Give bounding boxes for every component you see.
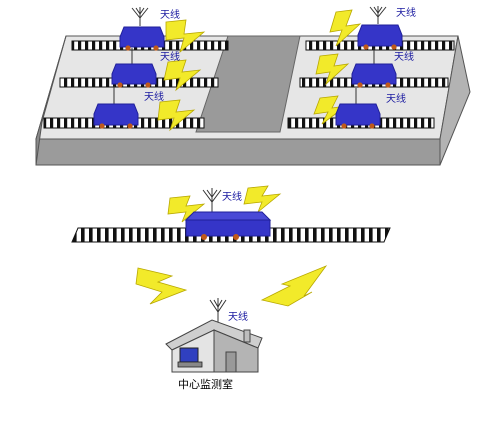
computer-base <box>177 361 203 368</box>
antenna-label-cart-6: 天线 <box>386 92 406 105</box>
chimney <box>243 329 251 343</box>
lightning-icon <box>163 59 202 92</box>
wheel <box>385 82 391 88</box>
cart-body <box>351 63 397 85</box>
house-wall-side <box>213 329 259 373</box>
cart-body <box>357 24 403 47</box>
antenna-label-cart-3: 天线 <box>144 90 164 103</box>
central-aisle <box>195 35 301 133</box>
lightning-icon <box>243 185 282 213</box>
wheel <box>369 123 375 129</box>
cart-body <box>185 219 271 237</box>
wheel <box>99 123 105 129</box>
house-door <box>225 351 237 373</box>
cart-6 <box>335 88 381 129</box>
lightning-group <box>135 9 362 307</box>
cart-body <box>93 103 139 126</box>
cart-1 <box>119 7 165 51</box>
center-monitoring-room-label: 中心监测室 <box>178 377 233 391</box>
computer-monitor-icon <box>179 347 199 363</box>
lightning-icon <box>313 95 347 125</box>
wheel <box>391 44 397 50</box>
lightning-icon <box>329 9 362 47</box>
wheel <box>125 45 131 51</box>
wheel <box>153 45 159 51</box>
warehouse-platform <box>35 35 471 166</box>
cart-4 <box>357 6 403 50</box>
lightning-icon <box>135 267 188 305</box>
cart-3 <box>93 86 139 129</box>
platform-left-wall <box>35 35 67 166</box>
wheel <box>201 234 207 240</box>
antenna-label-detail: 天线 <box>222 190 242 203</box>
lightning-icon <box>315 53 350 86</box>
cart-top <box>184 211 272 221</box>
wheel <box>363 44 369 50</box>
antenna-label-cart-2: 天线 <box>160 50 180 63</box>
antenna-label-cart-4: 天线 <box>396 6 416 19</box>
lightning-icon <box>165 19 206 54</box>
cart-body <box>335 103 381 126</box>
wheel <box>341 123 347 129</box>
platform-right-side <box>439 35 471 166</box>
lightning-icon <box>157 99 196 132</box>
wheel <box>117 82 123 88</box>
wheel <box>145 82 151 88</box>
antenna-label-center: 天线 <box>228 310 248 323</box>
antenna-label-cart-5: 天线 <box>394 50 414 63</box>
monitoring-house <box>165 298 263 373</box>
antenna-label-cart-1: 天线 <box>160 8 180 21</box>
cart-body <box>119 26 165 48</box>
detail-cart <box>184 188 272 240</box>
lightning-icon <box>260 265 328 307</box>
platform-front <box>35 138 441 166</box>
wheel <box>357 82 363 88</box>
wheel <box>233 234 239 240</box>
cart-5 <box>351 48 397 88</box>
cart-2 <box>111 48 157 88</box>
wheel <box>127 123 133 129</box>
cart-body <box>111 63 157 85</box>
